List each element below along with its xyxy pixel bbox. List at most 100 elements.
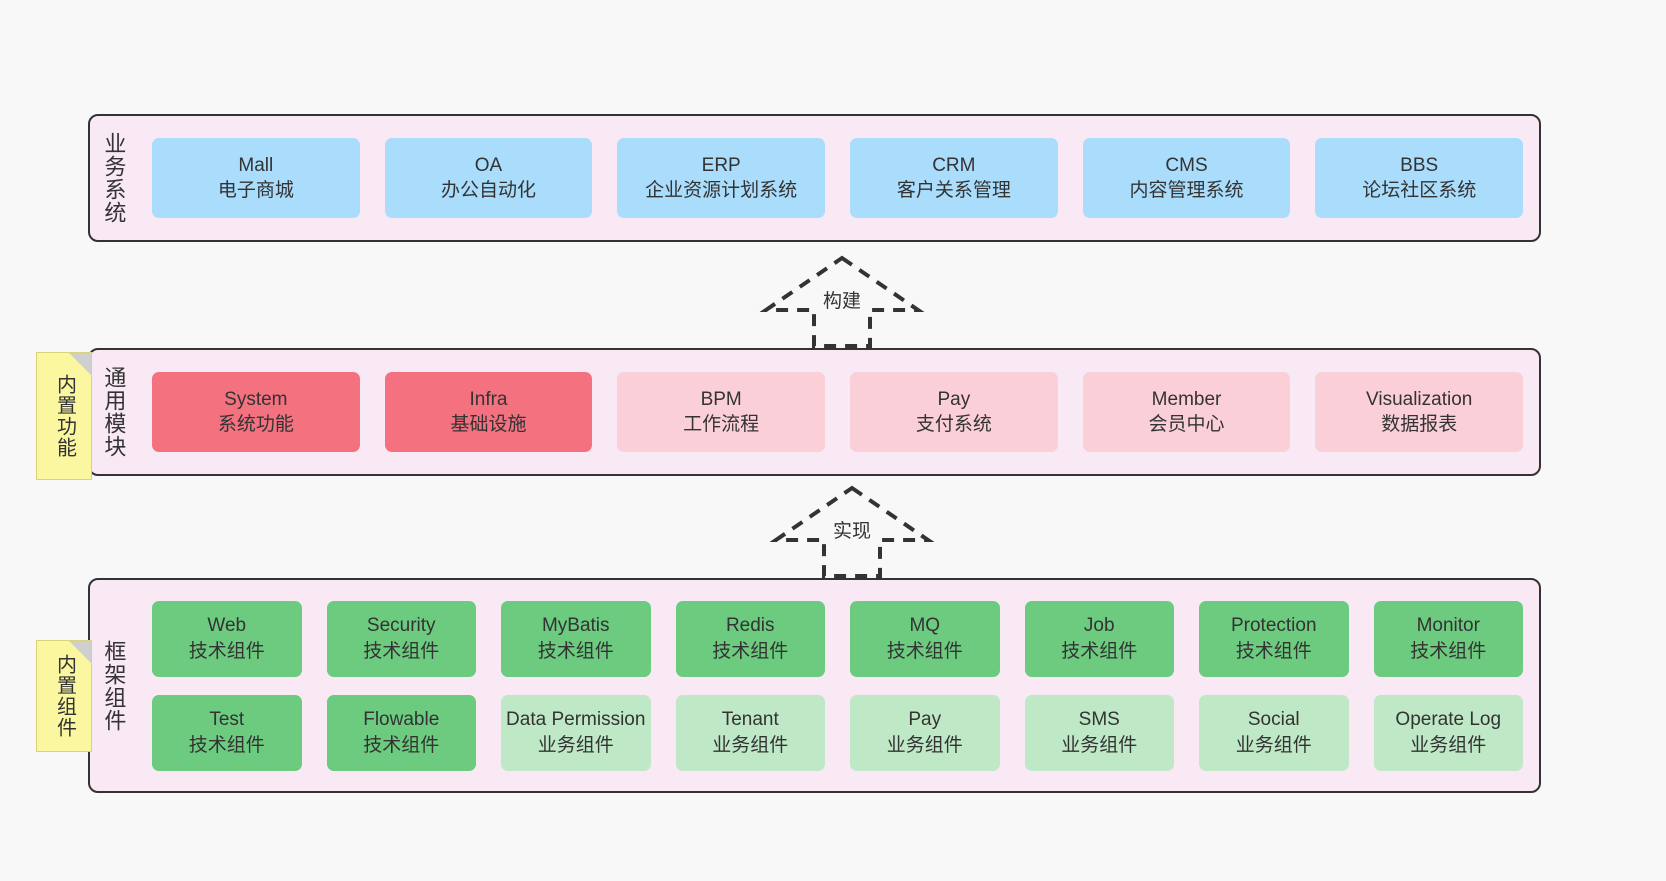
card-job[interactable]: Job 技术组件 xyxy=(1024,600,1174,677)
card-redis-en: Redis xyxy=(725,615,775,637)
common-modules-row: System 系统功能 Infra 基础设施 BPM 工作流程 Pay 支付系统… xyxy=(152,372,1524,452)
layer-framework-components-title: 框架组件 xyxy=(101,639,127,732)
card-tenant-cn: 业务组件 xyxy=(712,734,789,756)
card-redis-cn: 技术组件 xyxy=(712,640,789,662)
framework-components-row-1: Web 技术组件 Security 技术组件 MyBatis 技术组件 Redi… xyxy=(152,600,1523,677)
card-crm-cn: 客户关系管理 xyxy=(896,180,1011,201)
card-member-cn: 会员中心 xyxy=(1148,414,1225,435)
card-pay-module[interactable]: Pay 支付系统 xyxy=(850,372,1058,452)
business-systems-row: Mall 电子商城 OA 办公自动化 ERP 企业资源计划系统 CRM 客户关系… xyxy=(152,138,1524,218)
card-test-en: Test xyxy=(209,709,245,731)
card-protection-en: Protection xyxy=(1230,615,1317,637)
card-mybatis-en: MyBatis xyxy=(541,615,610,637)
card-cms[interactable]: CMS 内容管理系统 xyxy=(1082,138,1291,218)
layer-common-modules: 通用模块 System 系统功能 Infra 基础设施 BPM 工作流程 Pay… xyxy=(88,348,1541,476)
layer-business-systems-title: 业务系统 xyxy=(101,132,127,224)
sticky-note-builtin-components: 内置组件 xyxy=(36,640,92,752)
card-operate-log-cn: 业务组件 xyxy=(1410,734,1487,756)
card-infra-en: Infra xyxy=(469,388,508,410)
card-pay-component[interactable]: Pay 业务组件 xyxy=(850,694,1000,771)
card-protection-cn: 技术组件 xyxy=(1235,640,1312,662)
card-mybatis[interactable]: MyBatis 技术组件 xyxy=(501,600,651,677)
card-social-cn: 业务组件 xyxy=(1235,734,1312,756)
card-sms-en: SMS xyxy=(1078,709,1120,731)
layer-common-modules-body: System 系统功能 Infra 基础设施 BPM 工作流程 Pay 支付系统… xyxy=(136,350,1539,474)
card-mall-en: Mall xyxy=(238,154,274,176)
card-web[interactable]: Web 技术组件 xyxy=(152,600,302,677)
card-tenant[interactable]: Tenant 业务组件 xyxy=(675,694,825,771)
card-data-permission-en: Data Permission xyxy=(506,709,646,731)
card-cms-cn: 内容管理系统 xyxy=(1129,180,1244,201)
card-bbs-en: BBS xyxy=(1400,154,1439,176)
card-mq[interactable]: MQ 技术组件 xyxy=(850,600,1000,677)
card-monitor-en: Monitor xyxy=(1416,615,1480,637)
card-erp-en: ERP xyxy=(701,154,741,176)
card-oa-cn: 办公自动化 xyxy=(441,180,537,201)
card-security-en: Security xyxy=(366,615,436,637)
card-system-cn: 系统功能 xyxy=(217,414,294,435)
card-bpm-cn: 工作流程 xyxy=(683,414,760,435)
card-oa[interactable]: OA 办公自动化 xyxy=(384,138,593,218)
card-bpm[interactable]: BPM 工作流程 xyxy=(617,372,826,452)
card-pay-module-en: Pay xyxy=(937,388,971,410)
card-security-cn: 技术组件 xyxy=(363,640,440,662)
card-operate-log-en: Operate Log xyxy=(1395,709,1502,731)
sticky-note-builtin-components-label: 内置组件 xyxy=(53,654,76,738)
card-web-en: Web xyxy=(207,615,247,637)
card-infra-cn: 基础设施 xyxy=(450,414,527,435)
card-monitor-cn: 技术组件 xyxy=(1410,640,1487,662)
card-data-permission-cn: 业务组件 xyxy=(537,734,614,756)
sticky-note-builtin-features: 内置功能 xyxy=(36,352,92,480)
card-visualization-cn: 数据报表 xyxy=(1381,414,1458,435)
card-member[interactable]: Member 会员中心 xyxy=(1082,372,1291,452)
connector-build-label: 构建 xyxy=(818,290,866,315)
card-erp[interactable]: ERP 企业资源计划系统 xyxy=(617,138,826,218)
card-test[interactable]: Test 技术组件 xyxy=(152,694,302,771)
card-crm-en: CRM xyxy=(932,154,976,176)
card-flowable-cn: 技术组件 xyxy=(363,734,440,756)
card-monitor[interactable]: Monitor 技术组件 xyxy=(1373,600,1523,677)
card-system-en: System xyxy=(224,388,288,410)
card-infra[interactable]: Infra 基础设施 xyxy=(384,372,593,452)
card-data-permission[interactable]: Data Permission 业务组件 xyxy=(501,694,651,771)
card-erp-cn: 企业资源计划系统 xyxy=(645,180,798,201)
card-member-en: Member xyxy=(1151,388,1222,410)
card-mall-cn: 电子商城 xyxy=(217,180,294,201)
card-mall[interactable]: Mall 电子商城 xyxy=(152,138,360,218)
card-bbs[interactable]: BBS 论坛社区系统 xyxy=(1315,138,1524,218)
card-system[interactable]: System 系统功能 xyxy=(152,372,360,452)
card-cms-en: CMS xyxy=(1165,154,1208,176)
layer-common-modules-title: 通用模块 xyxy=(101,366,127,458)
card-test-cn: 技术组件 xyxy=(188,734,265,756)
layer-framework-components: 框架组件 Web 技术组件 Security 技术组件 MyBatis 技术组件… xyxy=(88,578,1541,793)
card-visualization[interactable]: Visualization 数据报表 xyxy=(1315,372,1524,452)
card-protection[interactable]: Protection 技术组件 xyxy=(1199,600,1349,677)
card-bpm-en: BPM xyxy=(700,388,742,410)
card-sms[interactable]: SMS 业务组件 xyxy=(1024,694,1174,771)
card-bbs-cn: 论坛社区系统 xyxy=(1362,180,1477,201)
card-flowable[interactable]: Flowable 技术组件 xyxy=(326,694,476,771)
layer-framework-components-body: Web 技术组件 Security 技术组件 MyBatis 技术组件 Redi… xyxy=(136,580,1539,791)
card-mybatis-cn: 技术组件 xyxy=(537,640,614,662)
card-tenant-en: Tenant xyxy=(721,709,779,731)
card-oa-en: OA xyxy=(474,154,503,176)
card-job-en: Job xyxy=(1083,615,1115,637)
card-job-cn: 技术组件 xyxy=(1061,640,1138,662)
connector-build: 构建 xyxy=(752,252,932,352)
card-mq-cn: 技术组件 xyxy=(886,640,963,662)
card-mq-en: MQ xyxy=(909,615,941,637)
card-pay-component-en: Pay xyxy=(908,709,942,731)
card-pay-component-cn: 业务组件 xyxy=(886,734,963,756)
card-web-cn: 技术组件 xyxy=(188,640,265,662)
card-pay-module-cn: 支付系统 xyxy=(915,414,992,435)
framework-components-row-2: Test 技术组件 Flowable 技术组件 Data Permission … xyxy=(152,694,1523,771)
card-operate-log[interactable]: Operate Log 业务组件 xyxy=(1373,694,1523,771)
card-sms-cn: 业务组件 xyxy=(1061,734,1138,756)
layer-business-systems-body: Mall 电子商城 OA 办公自动化 ERP 企业资源计划系统 CRM 客户关系… xyxy=(136,116,1539,240)
card-redis[interactable]: Redis 技术组件 xyxy=(675,600,825,677)
card-social[interactable]: Social 业务组件 xyxy=(1199,694,1349,771)
card-security[interactable]: Security 技术组件 xyxy=(326,600,476,677)
card-crm[interactable]: CRM 客户关系管理 xyxy=(850,138,1058,218)
layer-business-systems: 业务系统 Mall 电子商城 OA 办公自动化 ERP 企业资源计划系统 CRM… xyxy=(88,114,1541,242)
